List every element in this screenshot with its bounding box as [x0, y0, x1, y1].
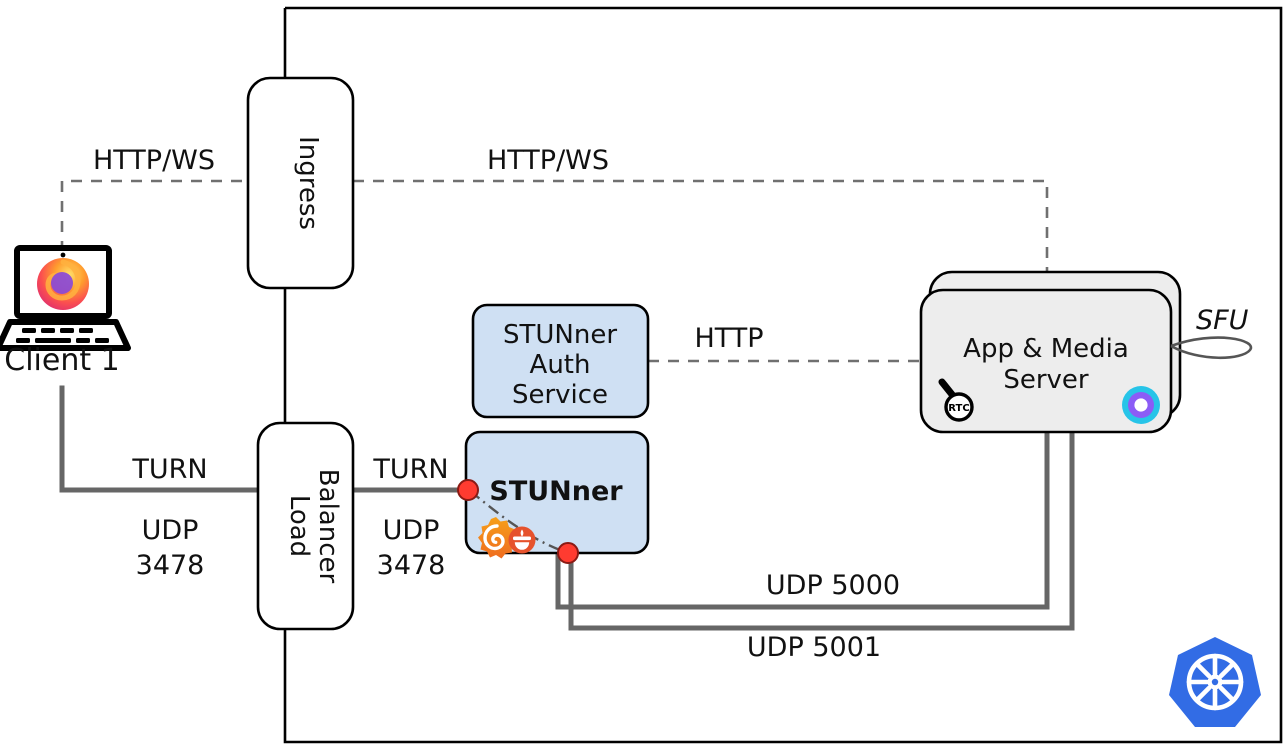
- svg-text:RTC: RTC: [948, 403, 969, 414]
- node-auth-service[interactable]: STUNner Auth Service: [471, 303, 650, 419]
- load-balancer-label-line1: Load: [284, 495, 314, 557]
- media-server-label-line2: Server: [1003, 365, 1089, 395]
- kubernetes-icon: [1169, 637, 1261, 727]
- stunner-label: STUNner: [489, 476, 623, 507]
- prometheus-icon: [508, 526, 536, 554]
- ingress-label: Ingress: [293, 136, 323, 230]
- grafana-icon: [478, 517, 517, 559]
- label-udp-left-1: UDP: [142, 515, 199, 546]
- edge-client-lb: [59, 385, 261, 493]
- label-http-ws-right: HTTP/WS: [487, 145, 609, 176]
- label-udp-5001: UDP 5001: [747, 632, 881, 663]
- auth-service-label-line2: Auth: [530, 350, 591, 380]
- node-media-server[interactable]: App & Media Server SFU RTC: [919, 270, 1253, 434]
- node-client[interactable]: Client 1: [0, 245, 131, 378]
- laptop-camera-dot: [60, 252, 66, 258]
- label-udp-left-2: 3478: [136, 550, 205, 581]
- auth-service-label-line1: STUNner: [503, 320, 617, 350]
- label-http: HTTP: [694, 323, 763, 354]
- edge-stunner-server-udp5001: [568, 429, 1075, 631]
- edge-ingress-server: [353, 179, 1049, 290]
- label-http-ws-left: HTTP/WS: [93, 145, 215, 176]
- firefox-icon: [37, 258, 89, 310]
- client-label: Client 1: [4, 343, 119, 378]
- edge-stunner-server-udp5000: [555, 429, 1050, 610]
- label-udp-right-2: 3478: [377, 550, 446, 581]
- label-udp-5000: UDP 5000: [766, 570, 900, 601]
- label-turn-left: TURN: [131, 454, 207, 485]
- node-load-balancer[interactable]: Load Balancer: [256, 421, 355, 631]
- node-ingress[interactable]: Ingress: [246, 76, 355, 290]
- media-server-front-card[interactable]: [919, 288, 1173, 434]
- label-turn-right: TURN: [372, 454, 448, 485]
- laptop-keyboard: [16, 328, 109, 343]
- dashed-edges: [60, 179, 1049, 363]
- label-udp-right-1: UDP: [383, 515, 440, 546]
- edge-client-ingress: [60, 179, 250, 252]
- cluster-boundary-path: [283, 6, 1283, 744]
- cluster-boundary: [283, 6, 1283, 744]
- stunner-internal-link: [469, 490, 569, 555]
- stunner-ingress-endpoint-dot[interactable]: [457, 479, 479, 501]
- solid-edges: [59, 385, 1075, 631]
- ingress-box[interactable]: [246, 76, 355, 290]
- sfu-self-loop-arc: [1170, 336, 1253, 360]
- media-server-label-line1: App & Media: [963, 334, 1129, 364]
- stunner-egress-endpoint-dot[interactable]: [557, 542, 579, 564]
- sfu-label: SFU: [1196, 305, 1249, 336]
- auth-service-box[interactable]: [471, 303, 650, 419]
- auth-service-label-line3: Service: [512, 380, 608, 410]
- livekit-icon: [1122, 386, 1160, 424]
- load-balancer-box[interactable]: [256, 421, 355, 631]
- edge-labels: HTTP/WS HTTP/WS HTTP TURN UDP 3478 TURN …: [93, 145, 900, 663]
- webrtc-icon: RTC: [938, 378, 974, 422]
- load-balancer-label-line2: Balancer: [313, 469, 343, 584]
- node-stunner[interactable]: STUNner: [457, 430, 650, 564]
